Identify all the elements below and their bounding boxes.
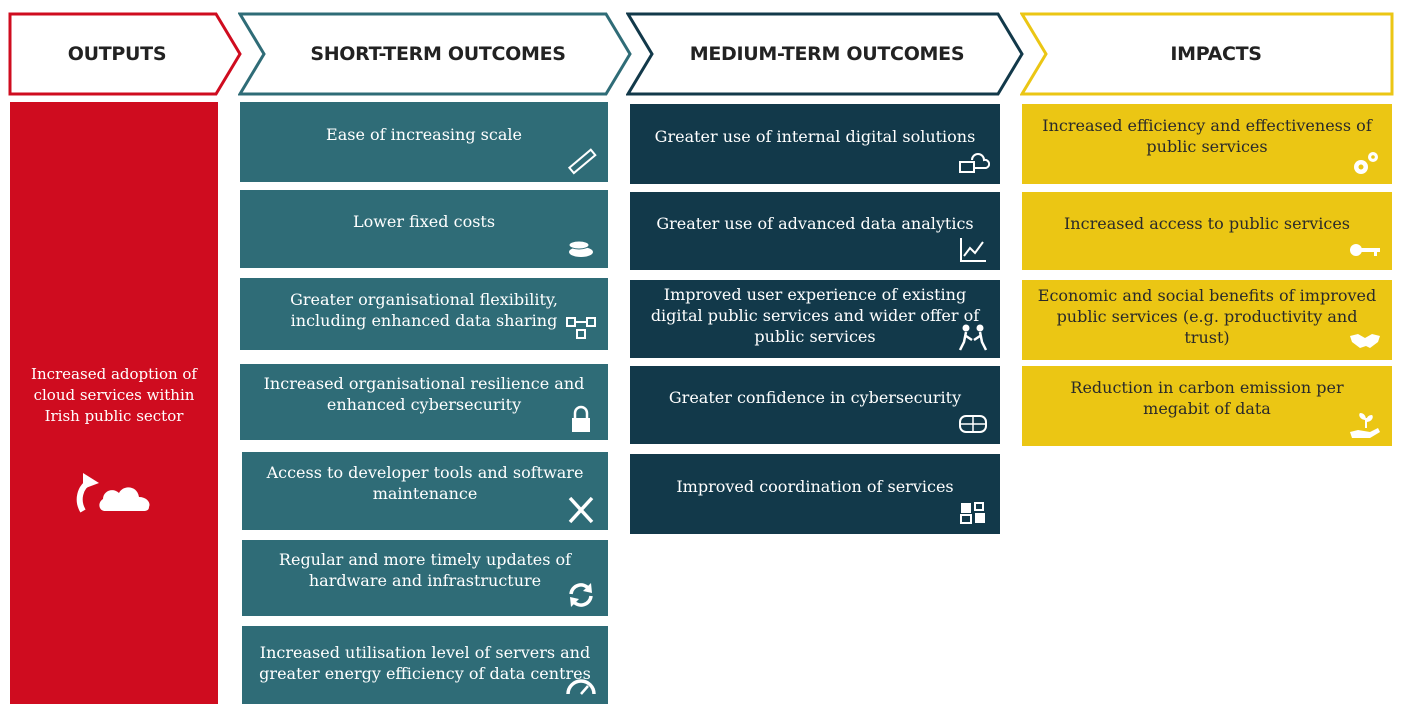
medium-term-item: Greater confidence in cybersecurity <box>630 366 1000 444</box>
coins-icon <box>564 232 598 262</box>
gears-icon <box>1348 148 1382 178</box>
header-short-term-label: SHORT-TERM OUTCOMES <box>310 43 566 65</box>
short-term-item: Lower fixed costs <box>240 190 608 268</box>
impact-item: Increased efficiency and effectiveness o… <box>1022 104 1392 184</box>
medium-term-text: Improved coordination of services <box>676 476 954 496</box>
header-outputs-label: OUTPUTS <box>67 43 167 65</box>
impact-item: Reduction in carbon emission per megabit… <box>1022 366 1392 446</box>
medium-term-text: Greater use of advanced data analytics <box>656 213 974 233</box>
medium-term-item: Improved coordination of services <box>630 454 1000 534</box>
outputs-text: Increased adoption of cloud services wit… <box>31 365 197 425</box>
impact-text: Economic and social benefits of improved… <box>1037 285 1377 347</box>
medium-term-text: Greater use of internal digital solution… <box>654 126 976 146</box>
short-term-text: Ease of increasing scale <box>326 124 522 144</box>
network-icon <box>564 310 598 340</box>
short-term-item: Increased organisational resilience and … <box>240 364 608 440</box>
short-term-text: Increased utilisation level of servers a… <box>259 643 591 683</box>
people-icon <box>956 322 990 352</box>
short-term-text: Regular and more timely updates of hardw… <box>278 550 572 590</box>
refresh-icon <box>564 580 598 610</box>
gauge-icon <box>564 668 598 698</box>
short-term-text: Lower fixed costs <box>352 211 496 231</box>
key-icon <box>1348 234 1382 264</box>
shield-icon <box>956 408 990 438</box>
ruler-icon <box>564 146 598 176</box>
impact-text: Reduction in carbon emission per megabit… <box>1070 378 1344 418</box>
short-term-item: Access to developer tools and software m… <box>242 452 608 530</box>
medium-term-text: Greater confidence in cybersecurity <box>668 387 962 407</box>
devices-icon <box>956 148 991 178</box>
chevron-shape <box>1020 12 1394 96</box>
impact-item: Economic and social benefits of improved… <box>1022 280 1392 360</box>
lock-icon <box>564 404 598 434</box>
impact-item: Increased access to public services <box>1022 192 1392 270</box>
puzzle-icon <box>956 498 990 528</box>
short-term-text: Increased organisational resilience and … <box>263 374 585 414</box>
impact-text: Increased access to public services <box>1063 213 1351 233</box>
short-term-item: Increased utilisation level of servers a… <box>242 626 608 704</box>
header-medium-term-label: MEDIUM-TERM OUTCOMES <box>689 43 965 65</box>
handshake-icon <box>1348 324 1382 354</box>
header-short-term: SHORT-TERM OUTCOMES <box>238 12 634 96</box>
impact-text: Increased efficiency and effectiveness o… <box>1042 116 1372 156</box>
header-impacts-label: IMPACTS <box>1170 43 1262 65</box>
short-term-item: Regular and more timely updates of hardw… <box>242 540 608 616</box>
medium-term-text: Improved user experience of existing dig… <box>650 284 980 346</box>
header-medium-term: MEDIUM-TERM OUTCOMES <box>626 12 1026 96</box>
medium-term-item: Improved user experience of existing dig… <box>630 280 1000 358</box>
tools-icon <box>564 494 598 524</box>
plant-hand-icon <box>1348 410 1382 440</box>
header-outputs: OUTPUTS <box>8 12 244 96</box>
medium-term-item: Greater use of advanced data analytics <box>630 192 1000 270</box>
chevron-shape <box>8 12 242 96</box>
short-term-text: Greater organisational flexibility, incl… <box>290 290 558 330</box>
cloud-upload-icon <box>69 467 159 517</box>
chevron-shape <box>238 12 632 96</box>
line-chart-icon <box>956 234 990 264</box>
short-term-item: Ease of increasing scale <box>240 102 608 182</box>
chevron-shape <box>626 12 1024 96</box>
outputs-box: Increased adoption of cloud services wit… <box>10 102 218 704</box>
short-term-item: Greater organisational flexibility, incl… <box>240 278 608 350</box>
medium-term-item: Greater use of internal digital solution… <box>630 104 1000 184</box>
short-term-text: Access to developer tools and software m… <box>266 463 584 503</box>
header-impacts: IMPACTS <box>1020 12 1396 96</box>
